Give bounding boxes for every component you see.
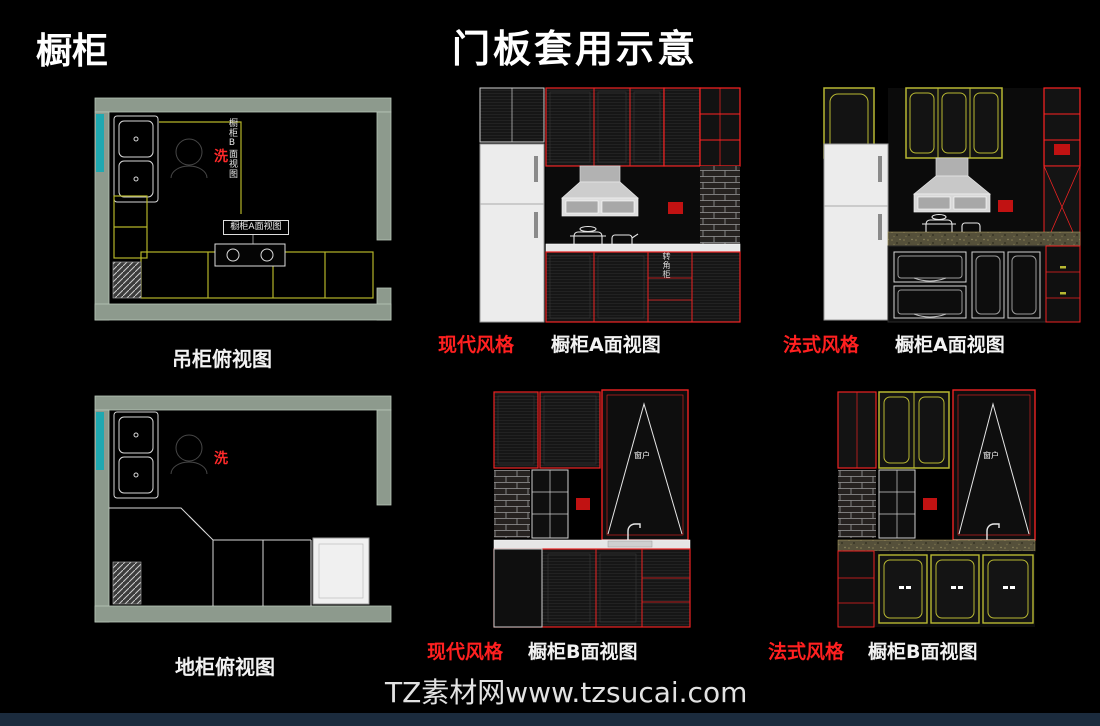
faucet [986, 523, 1000, 540]
elevation-modern-a-drawing [479, 87, 741, 323]
elevation-french-a-drawing [823, 87, 1081, 323]
countertop [887, 231, 1081, 247]
framed-doors [971, 251, 1041, 319]
plan-top-view-a-label: 橱柜A面视图 [223, 220, 289, 235]
red-tag [668, 202, 683, 214]
plan-top-caption: 吊柜俯视图 [172, 347, 272, 371]
red-tag [923, 498, 937, 510]
hatch-area [112, 561, 142, 605]
footer-bar [0, 713, 1100, 726]
open-shelf-cabinet [878, 469, 916, 539]
cookware [922, 213, 981, 232]
plan-top-sink [113, 115, 159, 203]
plan-bottom-drawing [94, 395, 392, 623]
brick-column [700, 166, 740, 250]
plan-top-sink-label: 洗 [214, 149, 228, 165]
upper-cabinets [545, 87, 741, 167]
appliance [312, 537, 370, 605]
window-strip [96, 412, 104, 470]
base-cabinets [887, 245, 1081, 323]
sink [607, 540, 653, 548]
window-strip [96, 114, 104, 172]
red-tag [998, 200, 1013, 212]
red-tag [1054, 144, 1070, 155]
elevation-french-b-drawing [837, 389, 1036, 628]
french-a-caption: 橱柜A面视图 [895, 334, 1005, 356]
base-cabinets [837, 550, 1035, 628]
hatch-area [112, 261, 142, 299]
plan-top-cooktop [214, 243, 286, 267]
french-b-style-label: 法式风格 [768, 641, 845, 663]
upper-cabinets-center [905, 87, 1003, 159]
plan-top-walls [94, 97, 392, 321]
watermark: TZ素材网www.tzsucai.com [385, 676, 748, 709]
modern-a-style-label: 现代风格 [438, 334, 515, 356]
modern-a-caption: 橱柜A面视图 [551, 334, 661, 356]
fridge [479, 143, 545, 323]
modern-b-style-label: 现代风格 [427, 641, 504, 663]
window [952, 389, 1036, 541]
person-figure [170, 138, 208, 179]
faucet [627, 523, 641, 540]
french-b-caption: 橱柜B面视图 [868, 641, 978, 663]
modern-b-window-label: 窗户 [634, 451, 650, 460]
countertop [837, 539, 1036, 552]
window [601, 389, 689, 541]
upper-cabinets [493, 391, 601, 469]
ornate-drawers [893, 251, 967, 319]
countertop [493, 539, 691, 550]
upper-cabinets-olive [878, 391, 950, 469]
range-hood [913, 157, 991, 213]
plan-top-drawing [94, 97, 392, 321]
brick-column [838, 470, 876, 538]
base-cabinets [545, 251, 741, 323]
fridge [823, 143, 889, 321]
red-tag [576, 498, 590, 510]
plan-bottom-sink-label: 洗 [214, 451, 228, 467]
french-b-window-label: 窗户 [983, 451, 999, 460]
corner-cabinet-label: 转角柜 [662, 252, 671, 279]
person-figure [170, 434, 208, 475]
brick-column [494, 470, 530, 538]
french-a-style-label: 法式风格 [783, 334, 860, 356]
upper-cabinet-left [837, 391, 877, 469]
modern-b-caption: 橱柜B面视图 [528, 641, 638, 663]
upper-cabinet-left [479, 87, 545, 143]
page-subtitle: 门板套用示意 [452, 27, 699, 71]
upper-cabinet-right-open [1043, 87, 1081, 167]
olive-framed-doors [878, 554, 1034, 624]
countertop [545, 243, 741, 253]
plan-bottom-walls [94, 395, 392, 623]
cookware [570, 225, 639, 244]
page-title: 橱柜 [36, 31, 109, 72]
base-cabinets [493, 548, 691, 628]
right-base-panel [1045, 245, 1081, 323]
open-shelf-cabinet [531, 469, 569, 539]
elevation-modern-b-drawing [493, 389, 691, 628]
plan-top-view-b-label: 橱柜B面视图 [227, 118, 237, 179]
range-hood [561, 165, 639, 217]
plan-bottom-caption: 地柜俯视图 [175, 655, 275, 679]
plan-bottom-counter-outline [109, 507, 312, 606]
plan-bottom-sink [113, 411, 159, 499]
